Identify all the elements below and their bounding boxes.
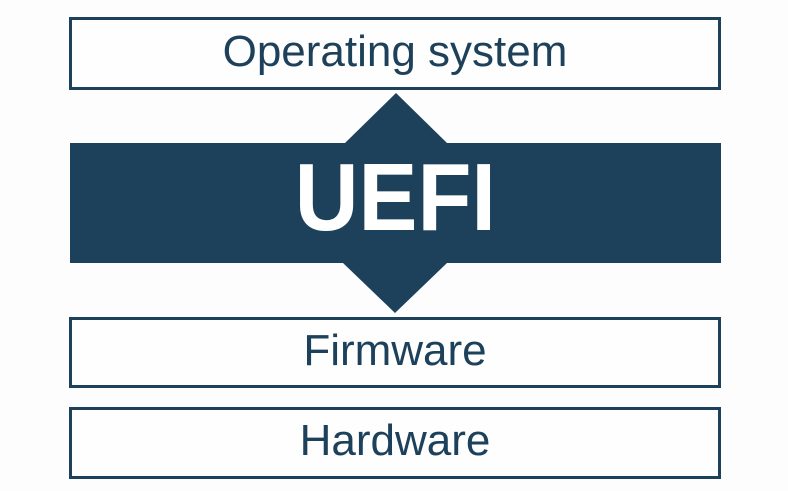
hardware-box: Hardware — [69, 407, 721, 479]
hardware-label: Hardware — [299, 416, 491, 465]
operating-system-box: Operating system — [69, 17, 721, 90]
firmware-label: Firmware — [303, 325, 487, 375]
arrow-up-icon — [345, 93, 447, 143]
arrow-down-icon — [343, 263, 447, 313]
uefi-band: UEFI — [70, 143, 721, 263]
uefi-label: UEFI — [294, 144, 497, 251]
operating-system-label: Operating system — [222, 26, 568, 76]
firmware-box: Firmware — [69, 317, 721, 388]
